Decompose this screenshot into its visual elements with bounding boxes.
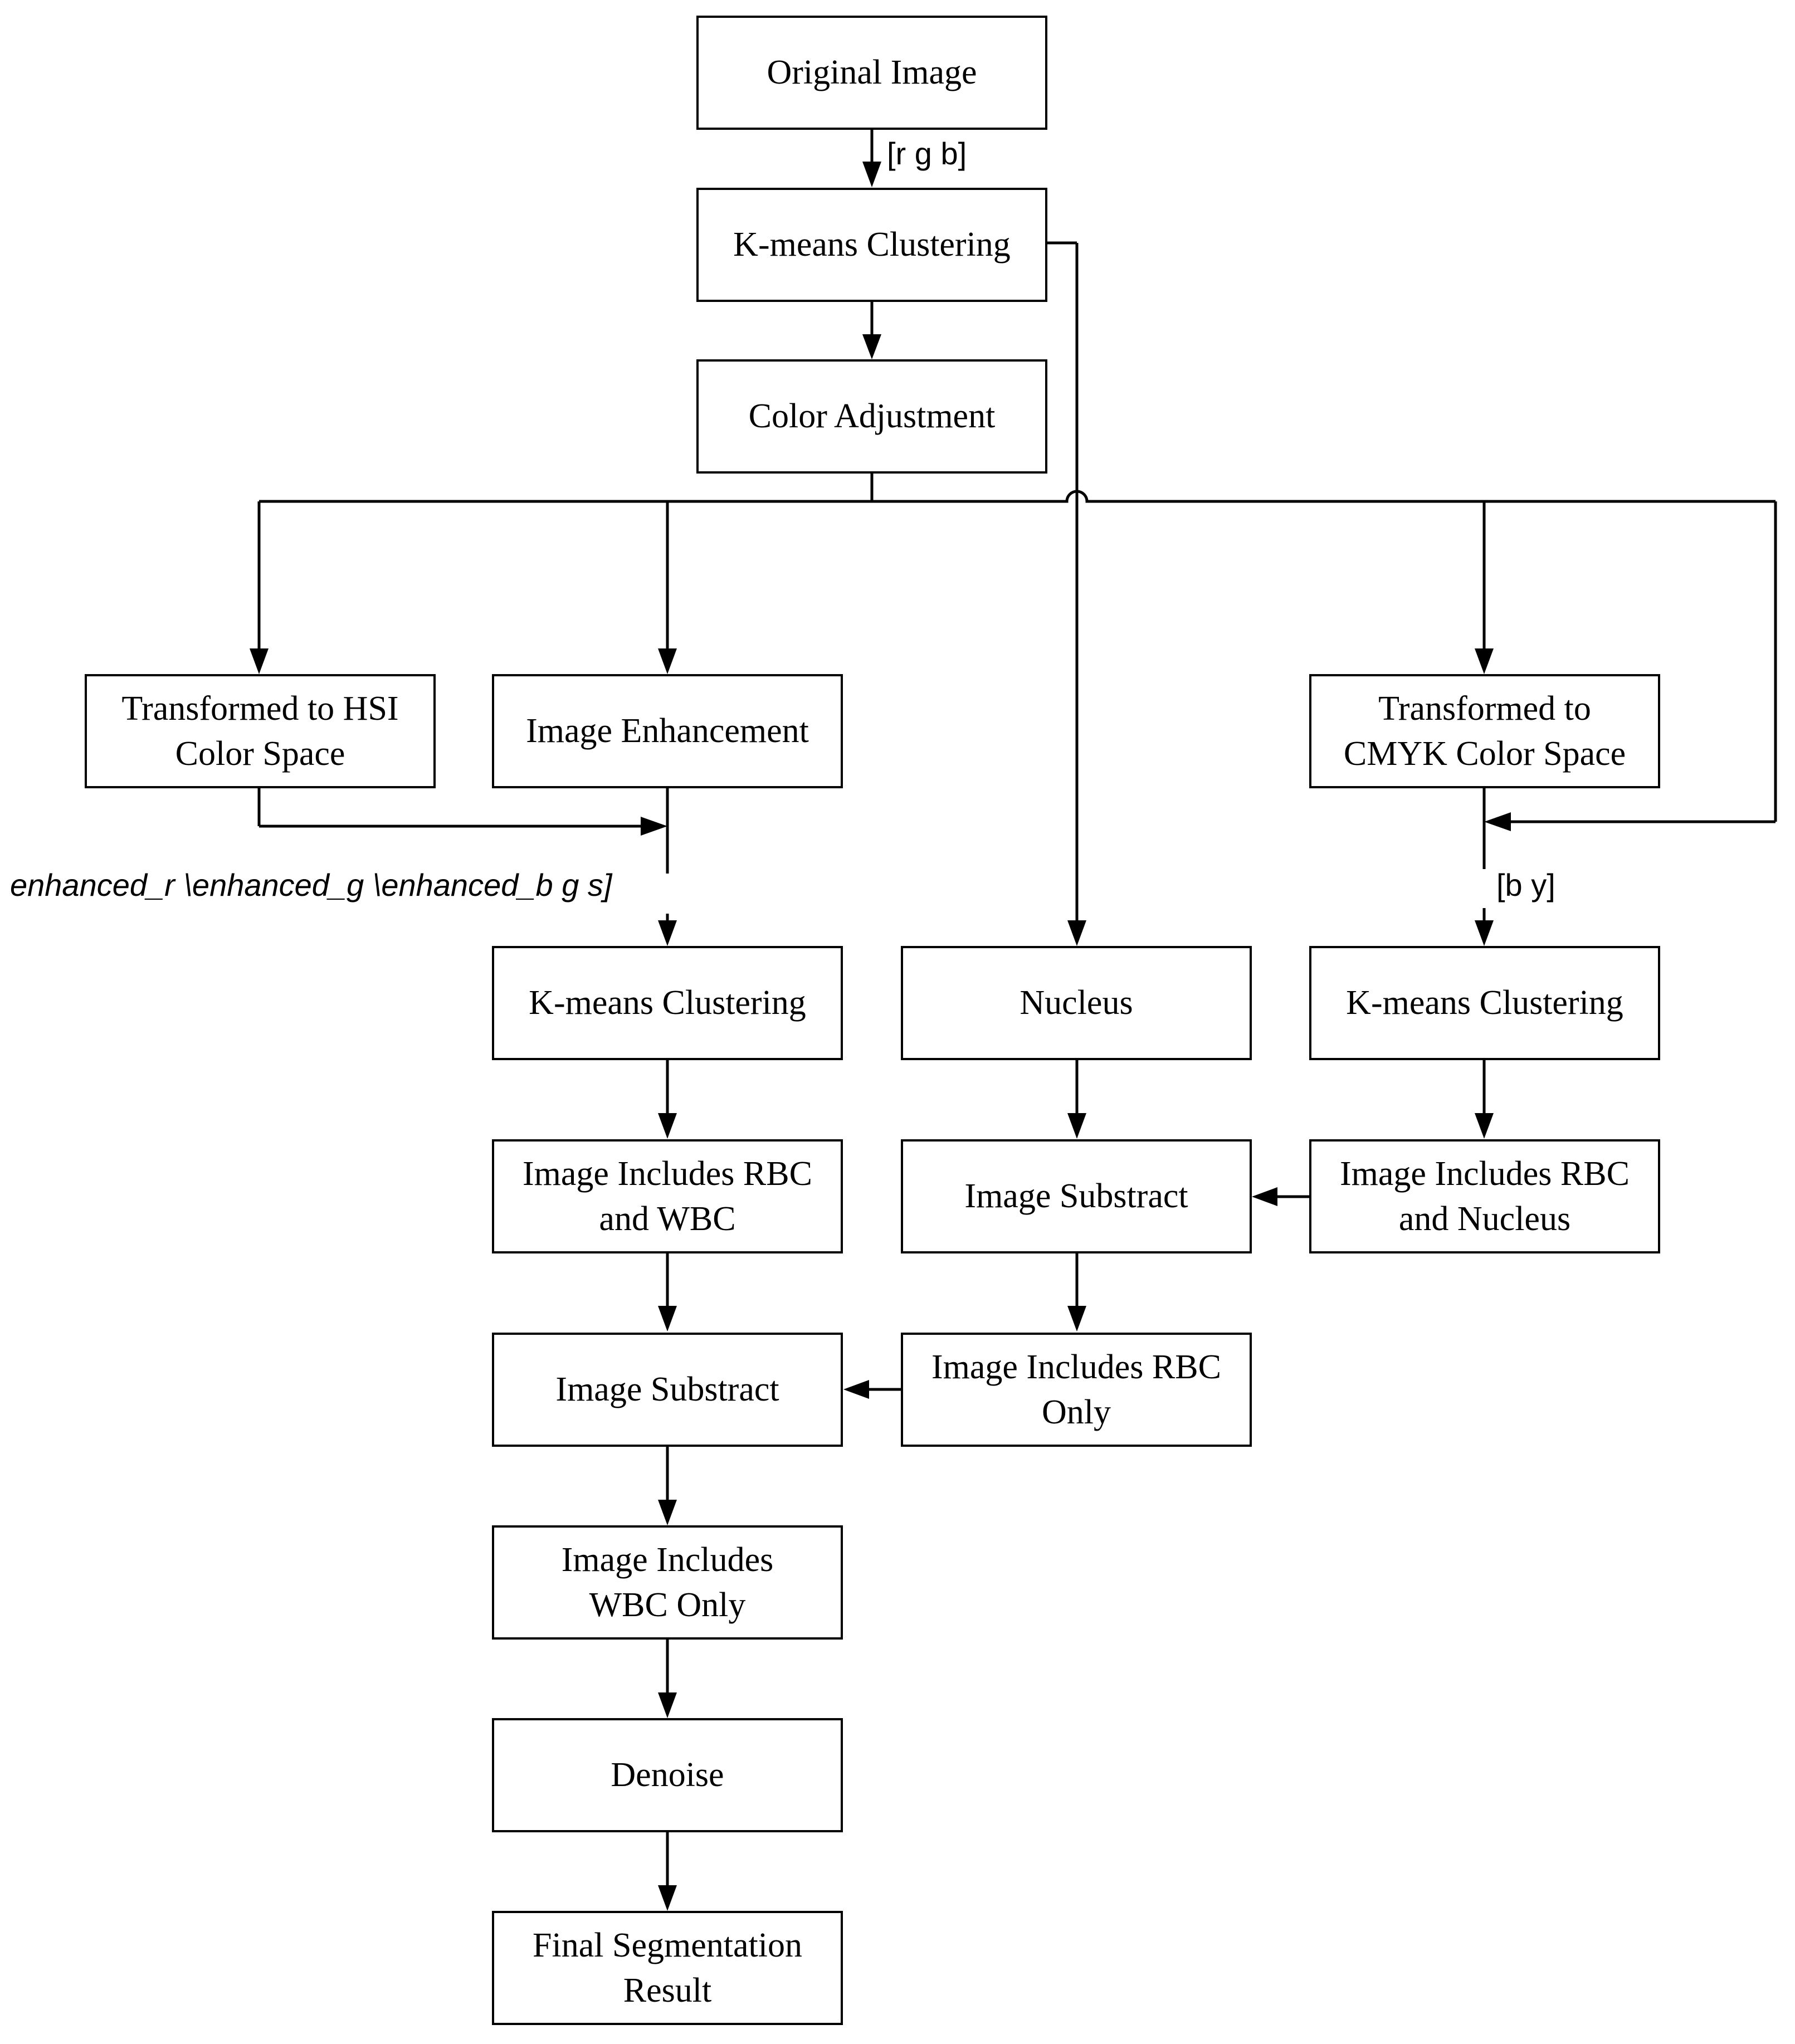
edge-label-rgb: [r g b] xyxy=(887,136,967,171)
node-kmeans-right: K-means Clustering xyxy=(1309,946,1660,1060)
arrowhead xyxy=(658,1692,677,1718)
arrowhead xyxy=(1475,648,1494,674)
arrowhead xyxy=(658,1113,677,1139)
node-rbc-and-wbc: Image Includes RBC and WBC xyxy=(492,1139,843,1253)
arrowhead xyxy=(843,1380,869,1399)
arrowhead xyxy=(658,648,677,674)
arrowhead xyxy=(1484,812,1511,831)
edge-label-enhanced: enhanced_r \enhanced_g \enhanced_b g s] xyxy=(10,867,612,903)
arrowhead xyxy=(1475,1113,1494,1139)
arrowhead xyxy=(1067,1113,1086,1139)
branch-bus xyxy=(259,490,1776,503)
node-image-substract-left: Image Substract xyxy=(492,1333,843,1447)
arrowhead xyxy=(658,1885,677,1911)
node-transform-cmyk: Transformed to CMYK Color Space xyxy=(1309,674,1660,788)
arrowhead xyxy=(641,817,667,836)
node-kmeans-top: K-means Clustering xyxy=(696,188,1047,302)
arrowhead xyxy=(1067,1306,1086,1331)
arrowhead xyxy=(1252,1187,1277,1206)
node-final-result: Final Segmentation Result xyxy=(492,1911,843,2025)
edge-label-by: [b y] xyxy=(1496,867,1555,903)
node-kmeans-left: K-means Clustering xyxy=(492,946,843,1060)
node-transform-hsi: Transformed to HSI Color Space xyxy=(85,674,436,788)
node-rbc-and-nucleus: Image Includes RBC and Nucleus xyxy=(1309,1139,1660,1253)
arrowhead xyxy=(658,1500,677,1525)
node-color-adjustment: Color Adjustment xyxy=(696,359,1047,474)
node-rbc-only: Image Includes RBC Only xyxy=(901,1333,1252,1447)
arrowhead xyxy=(862,334,881,359)
node-original-image: Original Image xyxy=(696,16,1047,130)
arrowhead xyxy=(658,1306,677,1331)
node-nucleus: Nucleus xyxy=(901,946,1252,1060)
arrowhead xyxy=(1475,920,1494,946)
arrowhead xyxy=(250,648,269,674)
arrowhead xyxy=(1067,920,1086,946)
node-wbc-only: Image Includes WBC Only xyxy=(492,1525,843,1640)
arrowhead xyxy=(862,162,881,187)
node-image-substract-mid: Image Substract xyxy=(901,1139,1252,1253)
arrowhead xyxy=(658,920,677,946)
node-denoise: Denoise xyxy=(492,1718,843,1832)
node-image-enhancement: Image Enhancement xyxy=(492,674,843,788)
